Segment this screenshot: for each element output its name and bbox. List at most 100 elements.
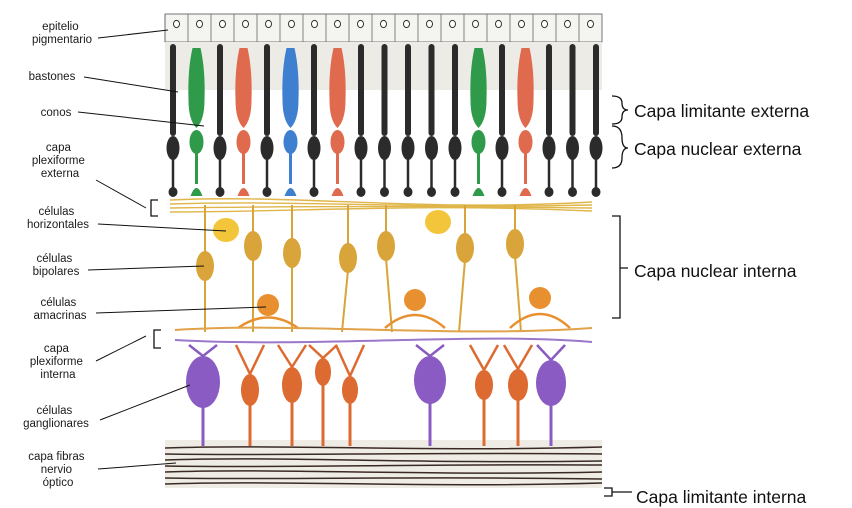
label-line: interna bbox=[40, 369, 76, 381]
rod-nucleus bbox=[425, 136, 438, 160]
rod-nucleus bbox=[167, 136, 180, 160]
leader-horizontales bbox=[98, 224, 226, 231]
epithelium-cell-nucleus bbox=[312, 20, 318, 27]
amacrine-process bbox=[385, 315, 445, 328]
label-line: epitelio bbox=[42, 21, 78, 33]
ganglion-dendrite bbox=[236, 345, 264, 374]
label-capa-plexiforme-externa: capa plexiforme externa bbox=[32, 142, 88, 180]
epithelium-cell-nucleus bbox=[358, 20, 364, 27]
label-line: plexiforme bbox=[30, 356, 83, 368]
rod-nucleus bbox=[543, 136, 556, 160]
label-line: bipolares bbox=[33, 266, 80, 278]
epithelium-cell-nucleus bbox=[220, 20, 226, 27]
rod-outer-segment bbox=[405, 44, 411, 136]
ganglion-cell bbox=[282, 367, 302, 403]
rod-nucleus bbox=[566, 136, 579, 160]
label-line: capa fibras bbox=[28, 451, 85, 463]
rod-outer-segment bbox=[429, 44, 435, 136]
inner-plexiform-band bbox=[175, 339, 592, 343]
cone-pedicle bbox=[332, 188, 344, 196]
leader-bipolares bbox=[88, 266, 204, 270]
leader-epitelio bbox=[98, 30, 168, 38]
bipolar-axon bbox=[386, 258, 392, 332]
epithelium-cell-nucleus bbox=[174, 20, 180, 27]
label-capa-plexiforme-interna: capa plexiforme interna bbox=[30, 343, 86, 381]
ganglion-dendrite bbox=[504, 345, 532, 369]
label-line: externa bbox=[41, 168, 80, 180]
rod-nucleus bbox=[214, 136, 227, 160]
label-capa-nuclear-externa: Capa nuclear externa bbox=[634, 139, 802, 159]
right-label-column: Capa limitante externa Capa nuclear exte… bbox=[604, 96, 809, 507]
rod-outer-segment bbox=[311, 44, 317, 136]
rod-outer-segment bbox=[570, 44, 576, 136]
cone-pedicle bbox=[473, 188, 485, 196]
inner-plexiform-band bbox=[175, 328, 592, 332]
rod-nucleus bbox=[590, 136, 603, 160]
label-line: capa bbox=[46, 142, 72, 154]
rod-spherule bbox=[380, 187, 389, 197]
epithelium-cell-nucleus bbox=[404, 20, 410, 27]
leader-plex-int bbox=[96, 336, 146, 361]
rod-nucleus bbox=[355, 136, 368, 160]
rod-spherule bbox=[427, 187, 436, 197]
cone-green-cell bbox=[470, 48, 486, 196]
cone-pedicle bbox=[191, 188, 203, 196]
cone-pedicle bbox=[238, 188, 250, 196]
bipolar-axon bbox=[459, 260, 465, 332]
epithelium-cell-nucleus bbox=[335, 20, 341, 27]
epithelium-cell-nucleus bbox=[427, 20, 433, 27]
epithelium-cell-nucleus bbox=[565, 20, 571, 27]
rod-spherule bbox=[310, 187, 319, 197]
ganglion-dendrite bbox=[470, 345, 498, 370]
epithelium-cell-nucleus bbox=[381, 20, 387, 27]
label-capa-limitante-externa: Capa limitante externa bbox=[634, 101, 809, 121]
rod-spherule bbox=[263, 187, 272, 197]
ganglion-cell bbox=[315, 358, 331, 386]
amacrine-cell bbox=[404, 289, 426, 311]
label-line: células bbox=[40, 297, 76, 309]
rod-outer-segment bbox=[382, 44, 388, 136]
cone-pedicle bbox=[285, 188, 297, 196]
epithelium-cell-nucleus bbox=[519, 20, 525, 27]
bracket-nuclear-interna bbox=[612, 216, 628, 318]
label-celulas-ganglionares: células ganglionares bbox=[23, 405, 89, 430]
label-celulas-bipolares: células bipolares bbox=[33, 253, 80, 278]
rod-spherule bbox=[545, 187, 554, 197]
label-line: óptico bbox=[43, 477, 74, 489]
leader-conos bbox=[78, 112, 204, 126]
epithelium-cell-nucleus bbox=[243, 20, 249, 27]
bipolar-cell bbox=[244, 231, 262, 261]
horizontal-process bbox=[170, 208, 592, 212]
bracket-limitante-externa bbox=[612, 96, 628, 124]
epithelium-cell-nucleus bbox=[542, 20, 548, 27]
bipolar-cell bbox=[456, 233, 474, 263]
cone-outer-segment bbox=[282, 48, 298, 128]
label-conos: conos bbox=[41, 107, 72, 119]
ganglion-dendrite bbox=[537, 345, 565, 360]
leader-amacrinas bbox=[96, 307, 266, 313]
rod-outer-segment bbox=[499, 44, 505, 136]
label-capa-limitante-interna: Capa limitante interna bbox=[636, 487, 806, 507]
rod-nucleus bbox=[402, 136, 415, 160]
ganglion-dendrite bbox=[336, 345, 364, 376]
rod-outer-segment bbox=[264, 44, 270, 136]
rod-nucleus bbox=[378, 136, 391, 160]
cone-outer-segment bbox=[470, 48, 486, 128]
label-line: pigmentario bbox=[32, 34, 92, 46]
ganglion-dendrite bbox=[309, 345, 337, 358]
epithelium-cell-nucleus bbox=[197, 20, 203, 27]
inner-neuron-layer bbox=[170, 199, 592, 446]
label-line: amacrinas bbox=[33, 310, 86, 322]
epithelium-cell-nucleus bbox=[588, 20, 594, 27]
bracket-plex-ext bbox=[151, 200, 158, 216]
rod-spherule bbox=[216, 187, 225, 197]
ganglion-cell bbox=[342, 376, 358, 404]
rod-nucleus bbox=[308, 136, 321, 160]
ganglion-cell bbox=[475, 370, 493, 400]
rod-spherule bbox=[169, 187, 178, 197]
epithelium-cell-nucleus bbox=[266, 20, 272, 27]
rod-outer-segment bbox=[593, 44, 599, 136]
cone-outer-segment bbox=[188, 48, 204, 128]
amacrine-process bbox=[238, 318, 298, 329]
